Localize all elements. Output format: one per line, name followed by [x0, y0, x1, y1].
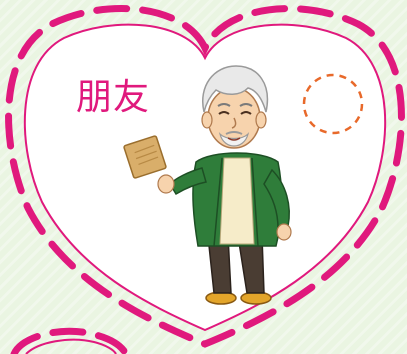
paper-sheet	[123, 135, 167, 179]
heart-outer-border	[5, 5, 405, 348]
next-card-heart-inner	[25, 338, 117, 354]
old-man-illustration	[123, 65, 292, 305]
next-card-heart	[10, 327, 130, 354]
vocabulary-word: 朋友	[76, 77, 151, 118]
answer-circle	[302, 73, 364, 135]
